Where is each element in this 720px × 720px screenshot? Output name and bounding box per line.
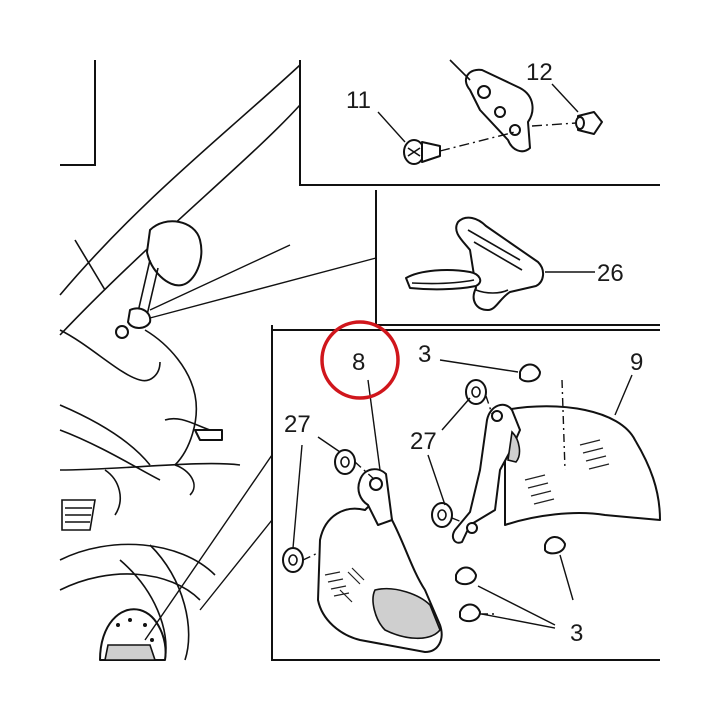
callout-3-bottom: 3 — [570, 620, 583, 647]
fairing-8-texture-mark — [324, 567, 365, 603]
rubber-plugs-3 — [455, 363, 566, 623]
callout-9: 9 — [630, 349, 643, 376]
spring-clip-26 — [405, 216, 595, 311]
callout-27-mid: 27 — [410, 428, 437, 455]
callout-12: 12 — [526, 59, 553, 86]
callout-8: 8 — [352, 349, 365, 376]
callout-11: 11 — [346, 87, 371, 114]
callout-26: 26 — [597, 260, 624, 287]
callout-leaders — [292, 359, 633, 629]
fender-9-texture-mark — [524, 439, 610, 505]
callout-27-left: 27 — [284, 411, 311, 438]
nut-12 — [575, 111, 603, 135]
mirror-bracket-assembly — [377, 59, 603, 165]
fairing-panel-8 — [317, 468, 443, 653]
highlight-circle — [320, 320, 400, 400]
screw-11 — [403, 139, 441, 165]
intake-vent — [61, 499, 96, 531]
grommets-27 — [282, 379, 487, 573]
callout-3-top: 3 — [418, 341, 431, 368]
brake-disc — [99, 608, 167, 661]
motorcycle-front-drawing — [59, 64, 377, 661]
fender-9 — [452, 403, 661, 544]
